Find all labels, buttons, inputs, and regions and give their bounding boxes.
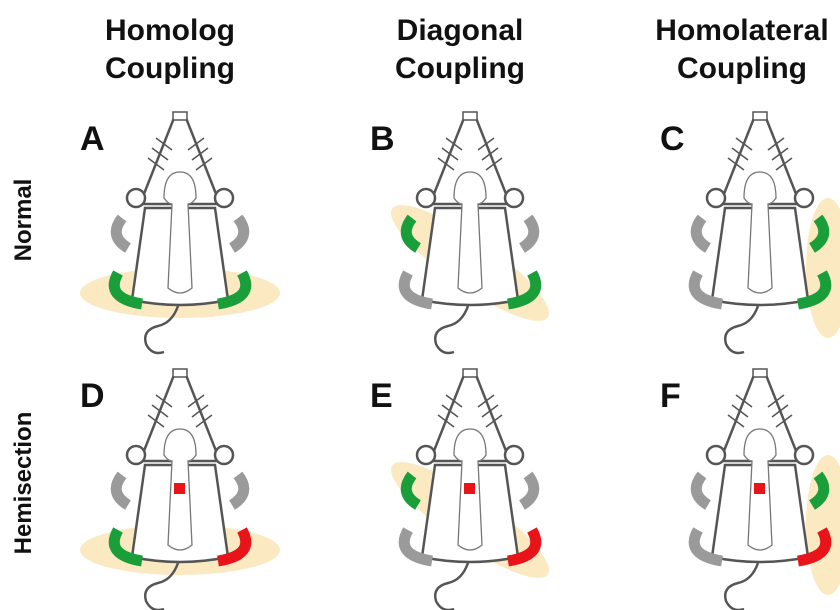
front-right-limb [522,475,534,505]
panel-a [60,108,280,348]
tail [435,563,468,610]
lesion-marker [754,483,765,494]
mouse-nose [753,112,767,120]
mouse-figure [350,365,590,605]
right-ear [215,446,233,464]
left-ear [127,189,145,207]
right-ear [505,446,523,464]
front-right-limb [232,475,244,505]
tail [435,306,468,353]
front-right-limb [232,218,244,248]
left-ear [707,189,725,207]
left-ear [707,446,725,464]
column-title-line1: Diagonal [330,12,590,50]
tail [725,306,758,353]
mouse-nose [463,112,477,120]
mouse-figure [60,365,300,605]
tail [725,563,758,610]
right-ear [215,189,233,207]
left-ear [127,446,145,464]
column-title-homolog: Homolog Coupling [40,12,300,88]
panel-e [350,365,570,605]
mouse-nose [463,369,477,377]
front-right-limb [522,218,534,248]
column-title-line2: Coupling [330,50,590,88]
front-left-limb [696,218,708,248]
panel-c [640,108,840,348]
mouse-figure [640,365,840,605]
mouse-figure [350,108,590,348]
front-left-limb [116,475,128,505]
left-ear [417,446,435,464]
mouse-nose [173,112,187,120]
lesion-marker [464,483,475,494]
mouse-nose [173,369,187,377]
left-ear [417,189,435,207]
front-left-limb [696,475,708,505]
right-ear [795,446,813,464]
mouse-figure [60,108,300,348]
front-left-limb [116,218,128,248]
lesion-marker [174,483,185,494]
right-ear [505,189,523,207]
panel-d [60,365,280,605]
row-label-normal: Normal [9,120,39,320]
panel-b [350,108,570,348]
mouse-nose [753,369,767,377]
column-title-homolateral: Homolateral Coupling [612,12,840,88]
column-title-line2: Coupling [612,50,840,88]
column-title-diagonal: Diagonal Coupling [330,12,590,88]
column-title-line1: Homolateral [612,12,840,50]
right-ear [795,189,813,207]
column-title-line2: Coupling [40,50,300,88]
panel-f [640,365,840,605]
mouse-figure [640,108,840,348]
row-label-hemisection: Hemisection [9,383,39,583]
column-title-line1: Homolog [40,12,300,50]
